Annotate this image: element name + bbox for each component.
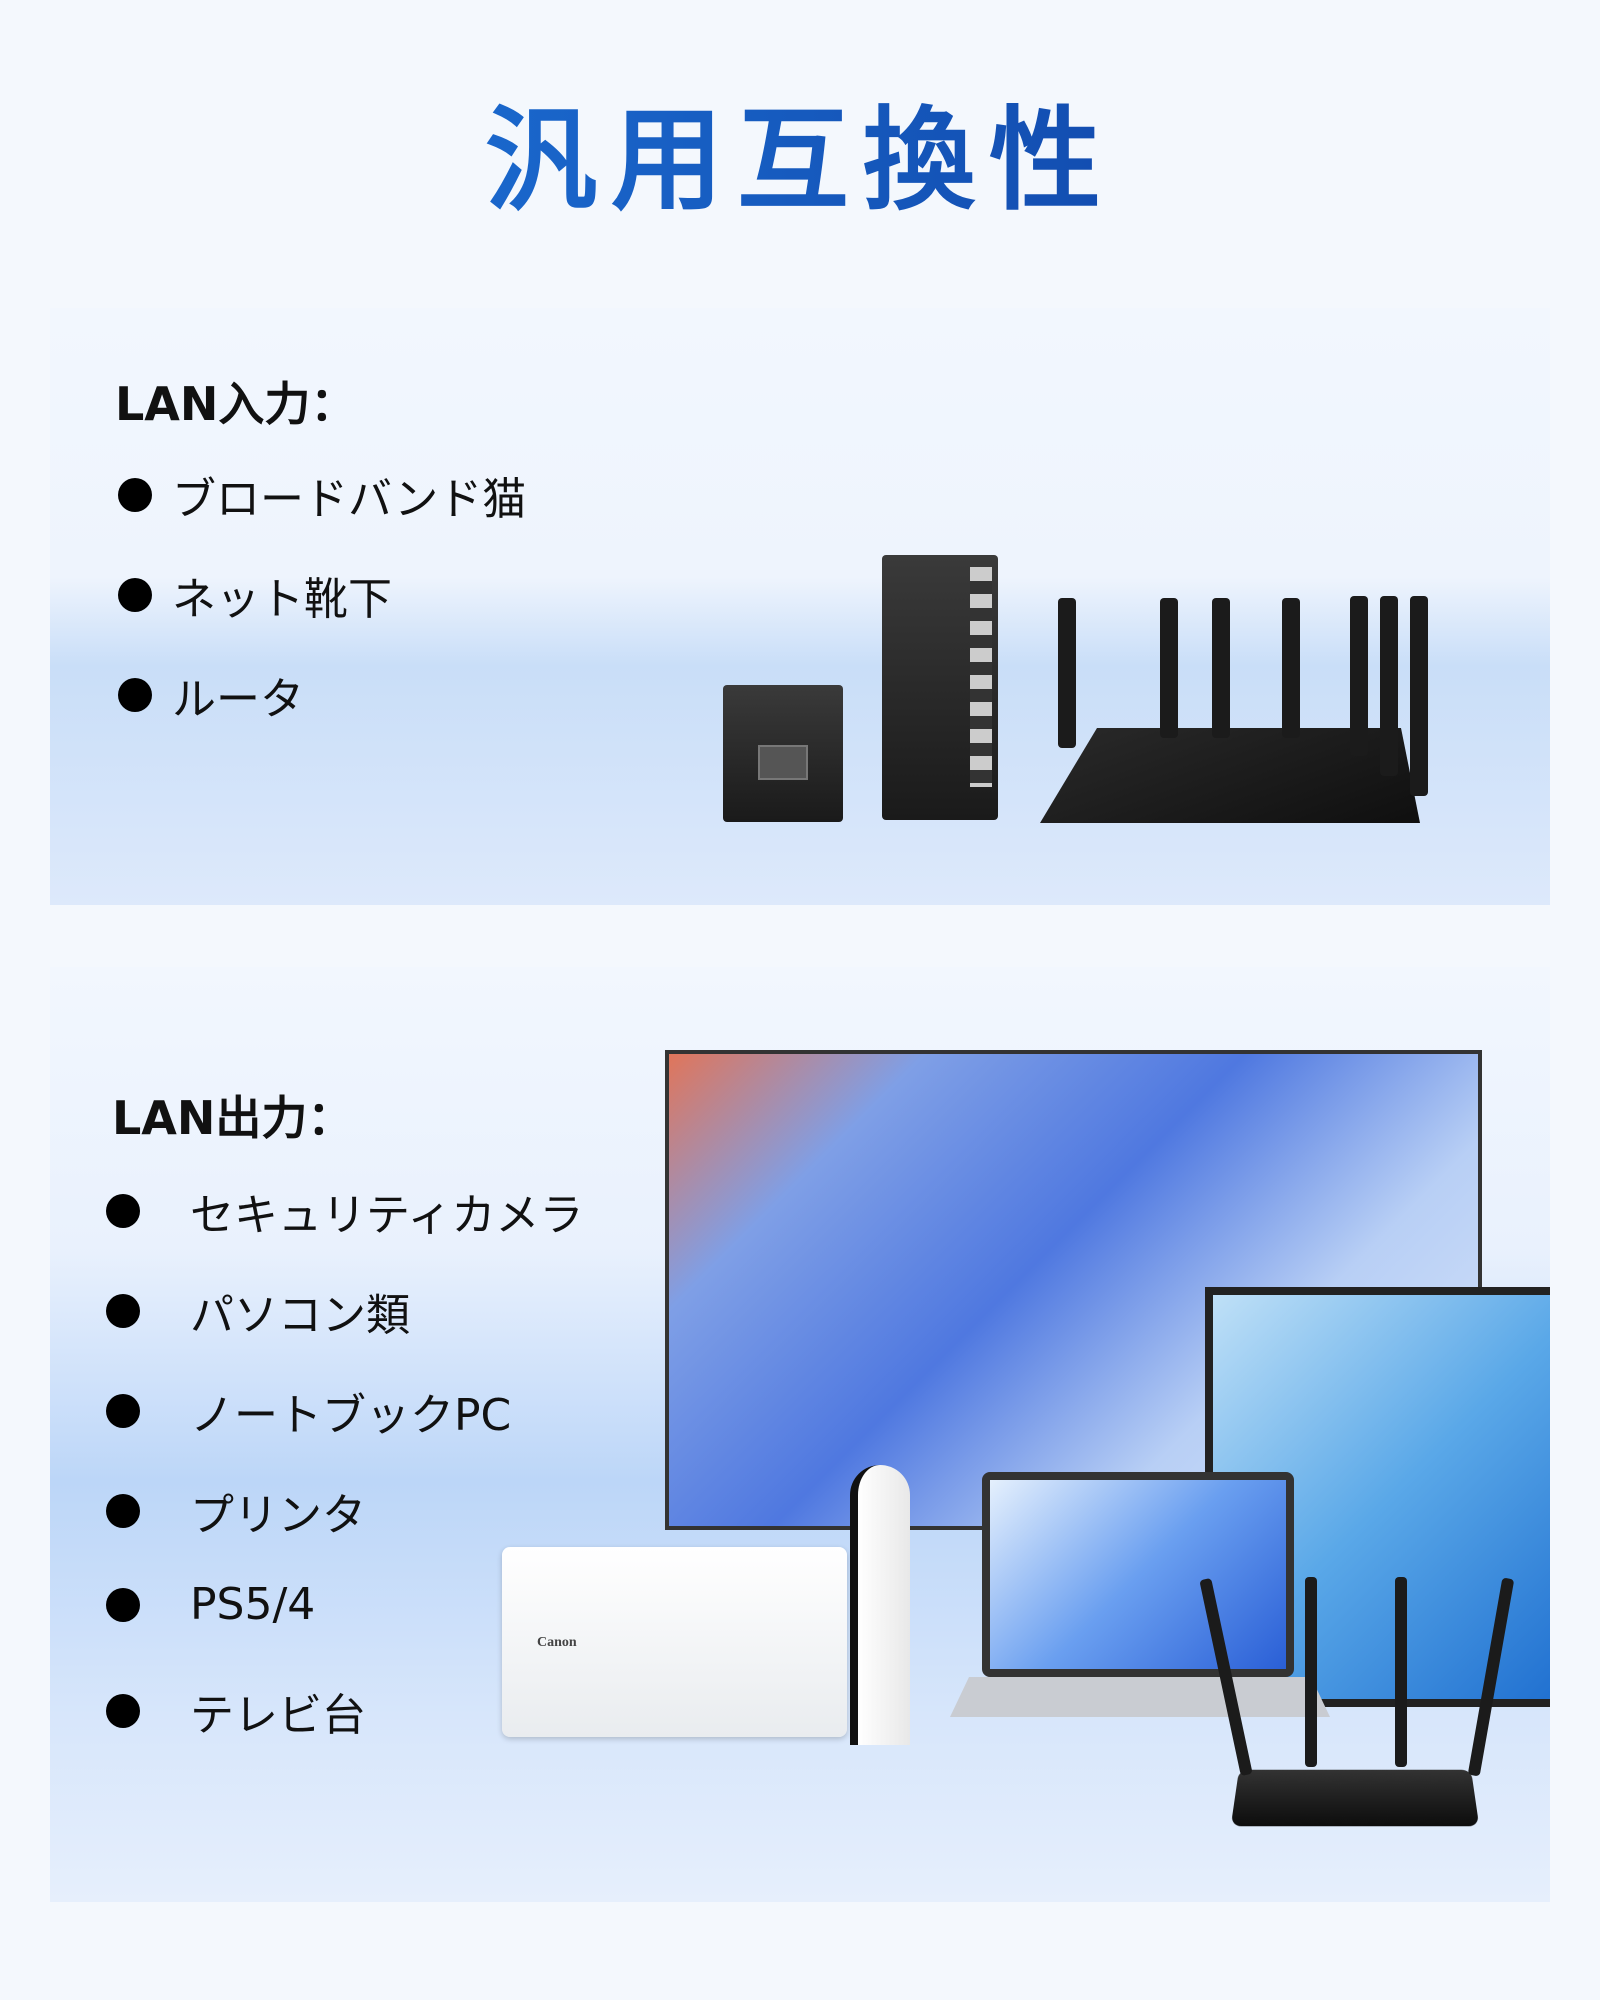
bullet-icon <box>106 1294 140 1328</box>
item-label: ネット靴下 <box>172 574 392 625</box>
list-item: ネット靴下 <box>118 563 392 627</box>
bullet-icon <box>118 578 152 612</box>
item-label: ルータ <box>172 674 304 725</box>
list-item: パソコン類 <box>106 1279 410 1343</box>
laptop-image <box>982 1472 1294 1677</box>
list-item: ブロードバンド猫 <box>118 463 526 527</box>
bullet-icon <box>106 1394 140 1428</box>
list-item: ノートブックPC <box>106 1379 511 1443</box>
item-label: パソコン類 <box>190 1290 410 1341</box>
list-item: テレビ台 <box>106 1679 366 1743</box>
printer-image: Canon <box>502 1547 847 1737</box>
item-label: テレビ台 <box>190 1690 366 1741</box>
bullet-icon <box>118 478 152 512</box>
lan-input-panel: LAN入力： ブロードバンド猫 ネット靴下 ルータ <box>50 308 1550 905</box>
item-label: PS5/4 <box>190 1579 316 1630</box>
item-label: ノートブックPC <box>190 1390 512 1441</box>
page-title: 汎用互換性 <box>0 70 1600 232</box>
item-label: ブロードバンド猫 <box>172 474 527 525</box>
printer-brand: Canon <box>537 1635 577 1650</box>
bullet-icon <box>118 678 152 712</box>
router-image <box>1230 1769 1480 1827</box>
lan-output-heading: LAN出力： <box>112 1091 354 1145</box>
ps5-image <box>850 1465 910 1745</box>
network-switch-image <box>882 555 998 820</box>
lan-input-heading: LAN入力： <box>115 377 357 431</box>
list-item: プリンタ <box>106 1479 366 1543</box>
list-item: PS5/4 <box>106 1579 315 1630</box>
bullet-icon <box>106 1494 140 1528</box>
wall-socket-image <box>723 685 843 822</box>
bullet-icon <box>106 1194 140 1228</box>
list-item: ルータ <box>118 663 304 727</box>
lan-output-panel: LAN出力： セキュリティカメラ パソコン類 ノートブックPC プリンタ PS5… <box>50 967 1550 1902</box>
item-label: プリンタ <box>190 1490 366 1541</box>
bullet-icon <box>106 1694 140 1728</box>
list-item: セキュリティカメラ <box>106 1179 583 1243</box>
bullet-icon <box>106 1587 140 1622</box>
item-label: セキュリティカメラ <box>190 1190 584 1241</box>
